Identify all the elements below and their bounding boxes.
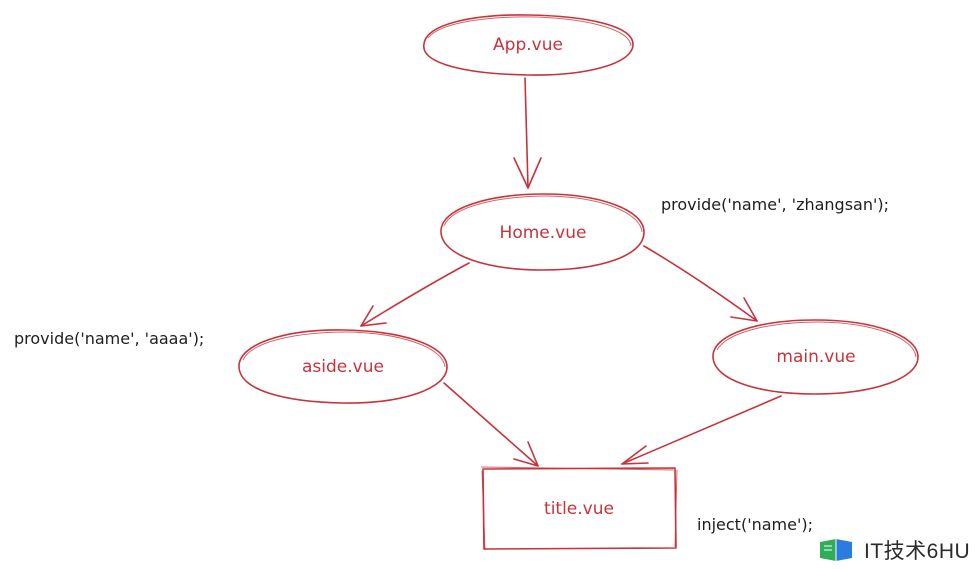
node-home-sketch (443, 195, 643, 233)
edge-home-main (643, 245, 758, 322)
node-home-label: Home.vue (500, 223, 587, 243)
edge-aside-title (443, 382, 539, 467)
node-title-label: title.vue (544, 499, 614, 519)
node-main[interactable]: main.vue (712, 319, 919, 395)
edge-home-aside (360, 262, 470, 327)
node-main-sketch (716, 321, 917, 358)
title-inject-annotation: inject('name'); (697, 515, 813, 534)
node-aside-shape (238, 329, 448, 404)
edge-app-home-line (524, 77, 529, 189)
edge-app-home-head (513, 157, 542, 189)
node-aside-sketch (242, 331, 446, 368)
edge-aside-title-head (513, 441, 539, 467)
edge-home-aside-head (360, 305, 387, 327)
node-app-label: App.vue (493, 35, 563, 55)
edge-home-aside-line (360, 262, 470, 327)
edge-home-main-head (730, 297, 758, 322)
edge-app-home (513, 77, 542, 189)
wechat-logo-icon (818, 536, 858, 564)
node-aside[interactable]: aside.vue (238, 329, 448, 404)
watermark-text: IT技术6HU (864, 540, 971, 563)
node-app-sketch (427, 16, 632, 47)
edge-home-main-line (643, 245, 758, 322)
aside-provide-annotation: provide('name', 'aaaa'); (14, 329, 204, 348)
node-home[interactable]: Home.vue (440, 193, 645, 271)
node-main-shape (712, 319, 919, 395)
edge-main-title-line (621, 395, 782, 465)
node-app-shape (423, 14, 634, 76)
node-title-sketch (480, 466, 678, 551)
edge-main-title (621, 395, 782, 465)
node-app[interactable]: App.vue (423, 14, 634, 76)
node-main-label: main.vue (776, 347, 855, 367)
node-title[interactable]: title.vue (480, 466, 678, 551)
edge-aside-title-line (443, 382, 539, 467)
watermark: IT技术6HU (818, 532, 970, 568)
home-provide-annotation: provide('name', 'zhangsan'); (661, 195, 889, 214)
edge-main-title-head (621, 445, 649, 465)
node-aside-label: aside.vue (302, 357, 384, 377)
node-home-shape (440, 193, 645, 271)
